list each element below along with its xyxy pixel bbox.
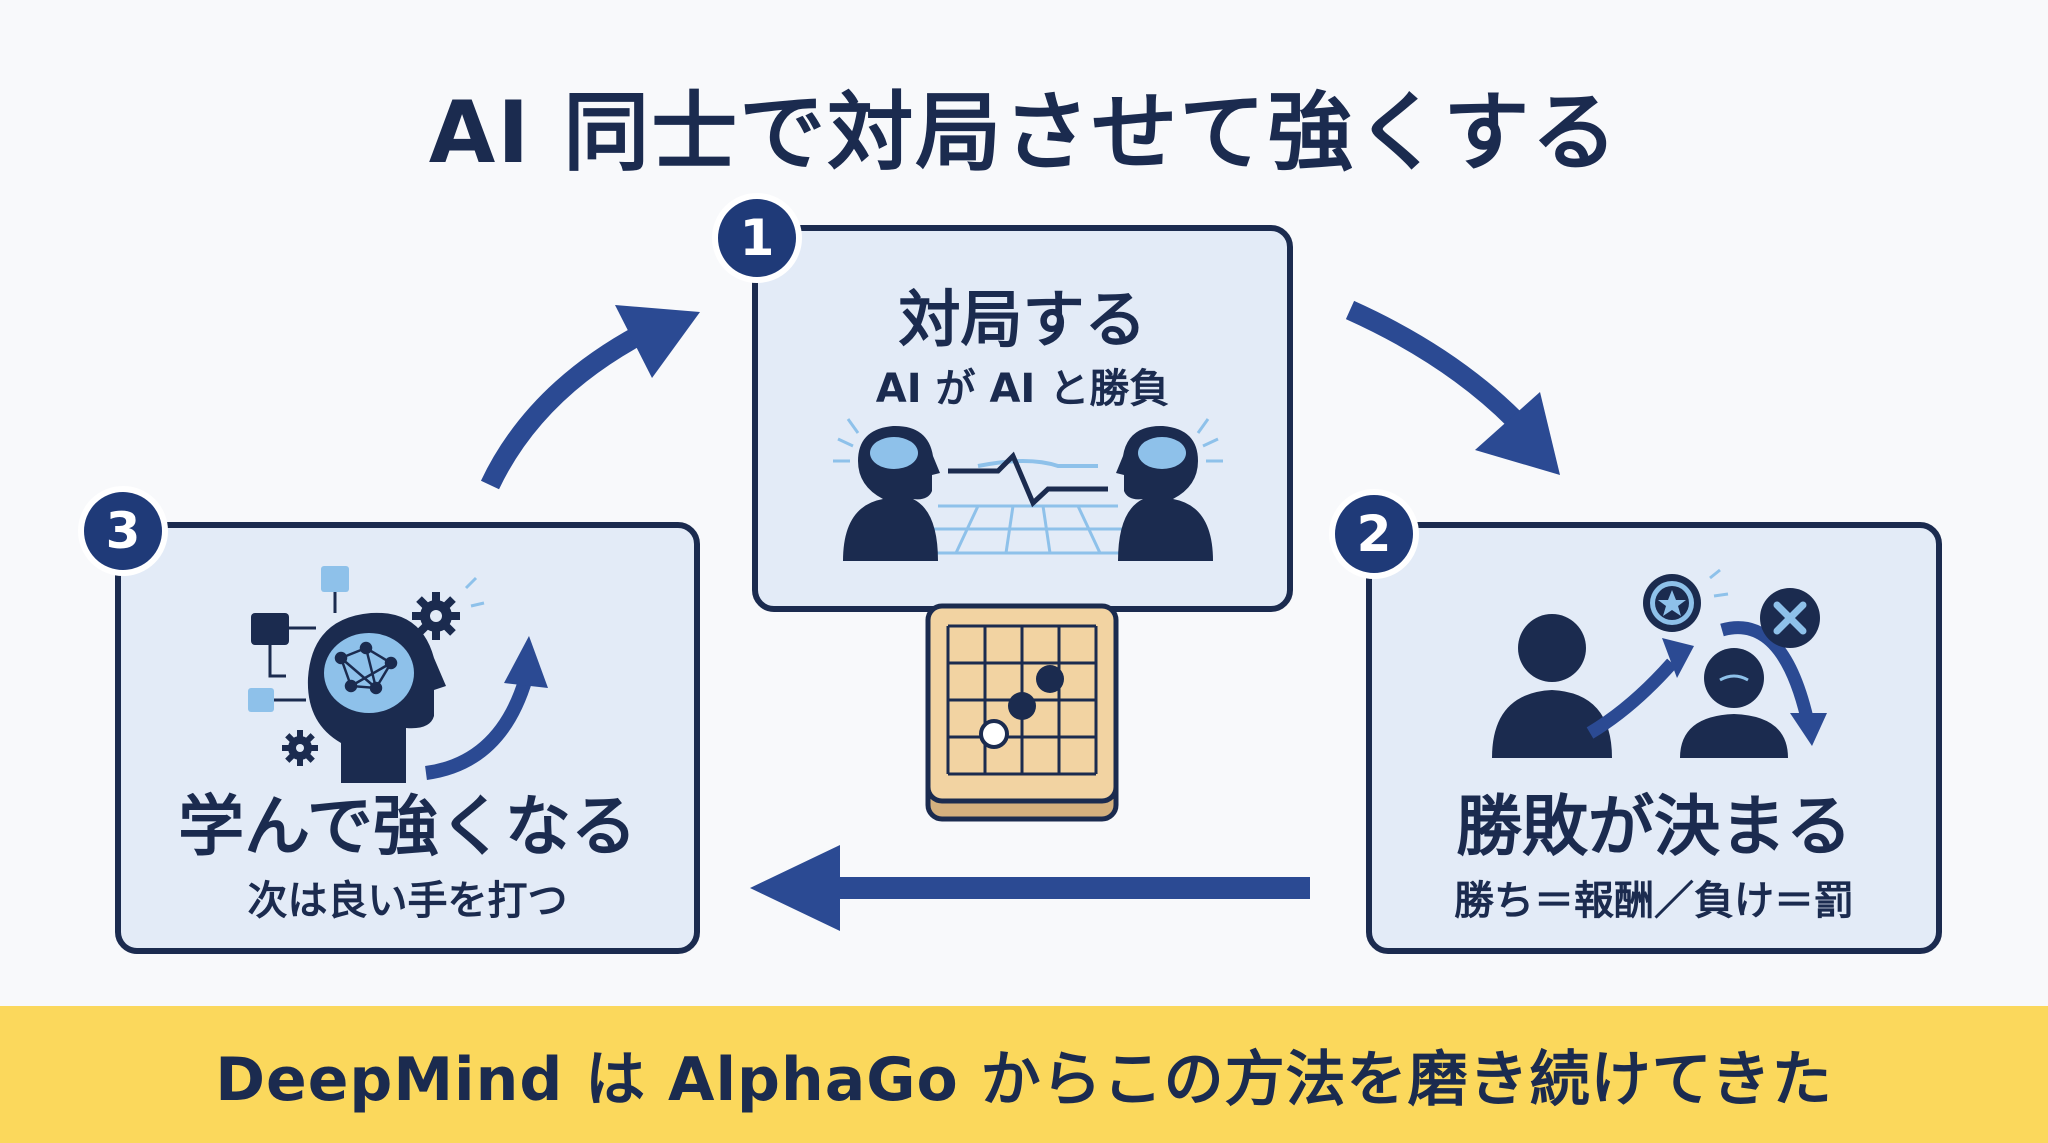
step-1-subtitle: AI が AI と勝負 xyxy=(875,366,1170,412)
arrow-1-to-2 xyxy=(1345,300,1560,475)
step-1-card: 対局する AI が AI と勝負 xyxy=(752,225,1293,612)
step-2-card: 勝敗が決まる 勝ち＝報酬／負け＝罰 xyxy=(1366,522,1942,954)
banner-text: DeepMind は AlphaGo からこの方法を磨き続けてきた xyxy=(215,1045,1833,1115)
page-title: AI 同士で対局させて強くする xyxy=(428,83,1620,183)
step-2-badge: 2 xyxy=(1329,489,1419,579)
step-2-subtitle: 勝ち＝報酬／負け＝罰 xyxy=(1454,878,1854,924)
step-3-title: 学んで強くなる xyxy=(178,788,637,865)
arrow-2-to-3 xyxy=(750,845,1310,931)
win-lose-icon xyxy=(1492,568,1827,758)
step-1-badge: 1 xyxy=(712,193,802,283)
learning-brain-icon xyxy=(248,566,548,783)
step-3-card: 学んで強くなる 次は良い手を打つ xyxy=(115,522,700,954)
step-3-subtitle: 次は良い手を打つ xyxy=(247,878,568,924)
go-board-icon xyxy=(925,603,1119,822)
arrow-3-to-1 xyxy=(480,305,700,490)
step-1-title: 対局する xyxy=(898,283,1147,356)
bottom-banner: DeepMind は AlphaGo からこの方法を磨き続けてきた xyxy=(0,1006,2048,1143)
ai-vs-ai-icon xyxy=(833,418,1223,561)
step-2-title: 勝敗が決まる xyxy=(1456,788,1852,865)
step-3-badge: 3 xyxy=(78,486,168,576)
